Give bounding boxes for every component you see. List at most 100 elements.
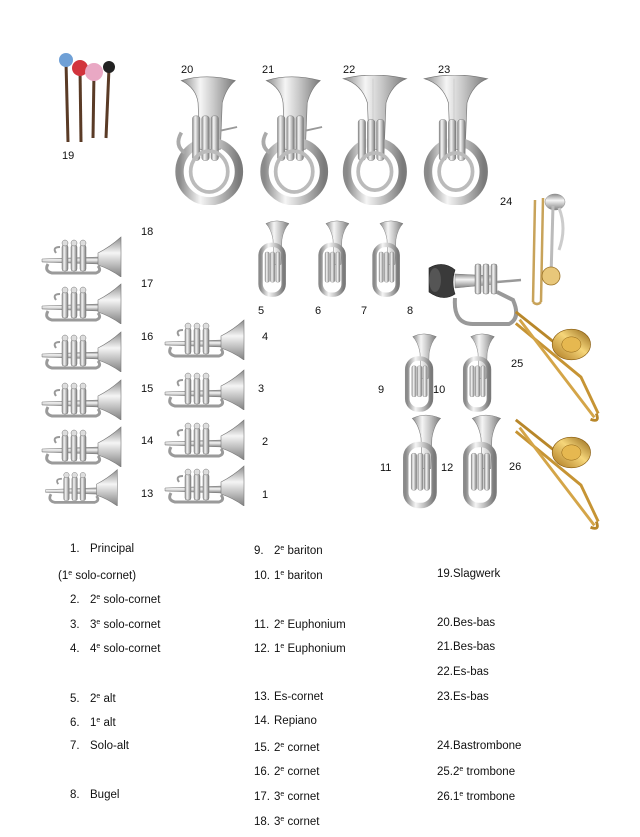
legend-item: 14.Repiano <box>254 709 434 734</box>
legend-number: 26. <box>437 790 453 803</box>
legend-number: 2. <box>70 594 80 607</box>
legend-item: 25.2e trombone <box>437 758 617 783</box>
legend-ordinal: 2 <box>274 545 281 557</box>
legend-text: alt <box>100 717 116 730</box>
legend-ordinal-suffix: e <box>280 545 285 552</box>
legend-item: 4.4e solo-cornet <box>70 635 250 660</box>
legend-text: trombone <box>463 766 516 779</box>
cornet-image-2 <box>163 416 245 460</box>
bariton-image-9 <box>399 333 441 415</box>
alt-horn-image-7 <box>367 220 407 300</box>
legend-text: Principal <box>90 543 135 555</box>
legend-item: 7.Solo-alt <box>70 734 250 759</box>
legend-ordinal: 2 <box>274 741 281 754</box>
legend-ordinal: 2 <box>274 766 281 779</box>
label-23: 23 <box>438 64 451 76</box>
legend-item: 20.Bes-bas <box>437 611 617 636</box>
legend-ordinal-suffix: e <box>96 692 101 700</box>
legend-ordinal-suffix: e <box>459 766 464 774</box>
label-1: 1 <box>262 489 269 501</box>
label-8: 8 <box>407 305 414 317</box>
legend-text: Slagwerk <box>453 567 501 580</box>
legend-ordinal: 2 <box>90 594 97 607</box>
cornet-image-18 <box>40 233 122 277</box>
legend-ordinal-suffix: e <box>280 766 285 774</box>
euphonium-image-12 <box>455 414 507 512</box>
label-20: 20 <box>181 64 194 76</box>
legend-item <box>437 586 617 611</box>
legend-item <box>70 758 250 783</box>
legend-number: 11. <box>254 618 270 631</box>
legend-text: Euphonium <box>284 618 346 631</box>
legend-text: Es-cornet <box>274 690 324 703</box>
legend-text: Bugel <box>90 788 120 801</box>
label-17: 17 <box>141 278 154 290</box>
legend-text: cornet <box>284 815 320 828</box>
legend-ordinal: 2 <box>274 618 281 631</box>
legend-ordinal: 1 <box>274 569 281 582</box>
legend-text: alt <box>100 692 116 705</box>
tuba-image-22 <box>333 75 413 205</box>
legend-ordinal: 4 <box>90 643 97 656</box>
label-25: 25 <box>511 358 524 370</box>
legend-number: 19. <box>437 567 453 580</box>
legend-item: 24.Bastrombone <box>437 734 617 759</box>
legend-text: solo-cornet <box>100 643 161 656</box>
legend-text: solo-cornet <box>100 594 161 607</box>
legend-text: bariton <box>284 545 323 557</box>
cornet-image-1 <box>163 462 245 506</box>
legend-number: 15. <box>254 741 270 754</box>
legend-item: 5. 2e alt <box>70 685 250 710</box>
legend-ordinal: 1 <box>274 643 281 656</box>
legend-number: 12. <box>254 643 270 656</box>
legend-number: 5. <box>70 692 80 705</box>
label-6: 6 <box>315 305 322 317</box>
legend-number: 7. <box>70 739 80 752</box>
legend-item <box>437 537 617 562</box>
legend-ordinal-suffix: e <box>280 790 285 798</box>
legend-item: 12.1e Euphonium <box>254 635 434 660</box>
legend-item: 26.1e trombone <box>437 783 617 808</box>
label-12: 12 <box>441 462 454 474</box>
legend-text: trombone <box>463 790 516 803</box>
legend-ordinal: 1 <box>90 717 97 730</box>
legend-item <box>254 660 434 685</box>
legend-number: 25. <box>437 766 453 779</box>
euphonium-image-11 <box>395 414 447 512</box>
legend-text: cornet <box>284 790 320 803</box>
cornet-image-4 <box>163 316 245 360</box>
label-2: 2 <box>262 436 269 448</box>
legend-text: Bastrombone <box>453 739 522 752</box>
legend-item: 1.Principal <box>70 537 250 562</box>
legend-number: 10. <box>254 569 270 582</box>
legend-ordinal-suffix: e <box>280 569 285 577</box>
tuba-image-23 <box>414 75 494 205</box>
legend-number: 17. <box>254 790 270 803</box>
legend-item: 11.2e Euphonium <box>254 611 434 636</box>
legend-ordinal-suffix: e <box>96 618 101 626</box>
legend-ordinal-suffix: e <box>280 815 285 823</box>
label-19: 19 <box>62 150 75 162</box>
legend-ordinal: 2 <box>90 692 97 705</box>
label-24: 24 <box>500 196 513 208</box>
legend-ordinal-suffix: e <box>459 790 464 798</box>
tuba-image-21 <box>248 75 333 205</box>
legend-text: Es-bas <box>453 665 489 678</box>
flugelhorn-image <box>428 263 522 326</box>
legend-item: (1e solo-cornet) <box>58 562 250 587</box>
legend-number: 8. <box>70 788 80 801</box>
legend-number: 6. <box>70 717 80 730</box>
trombone-image-26 <box>512 418 602 533</box>
label-16: 16 <box>141 331 154 343</box>
legend-item <box>254 586 434 611</box>
label-22: 22 <box>343 64 356 76</box>
bariton-image-10 <box>457 333 499 415</box>
legend-ordinal: 3 <box>90 618 97 631</box>
legend-number: 23. <box>437 690 453 703</box>
label-21: 21 <box>262 64 275 76</box>
legend-ordinal: 3 <box>274 790 281 803</box>
legend-text: Es-bas <box>453 690 489 703</box>
legend-item: 17. 3e cornet <box>254 783 434 808</box>
